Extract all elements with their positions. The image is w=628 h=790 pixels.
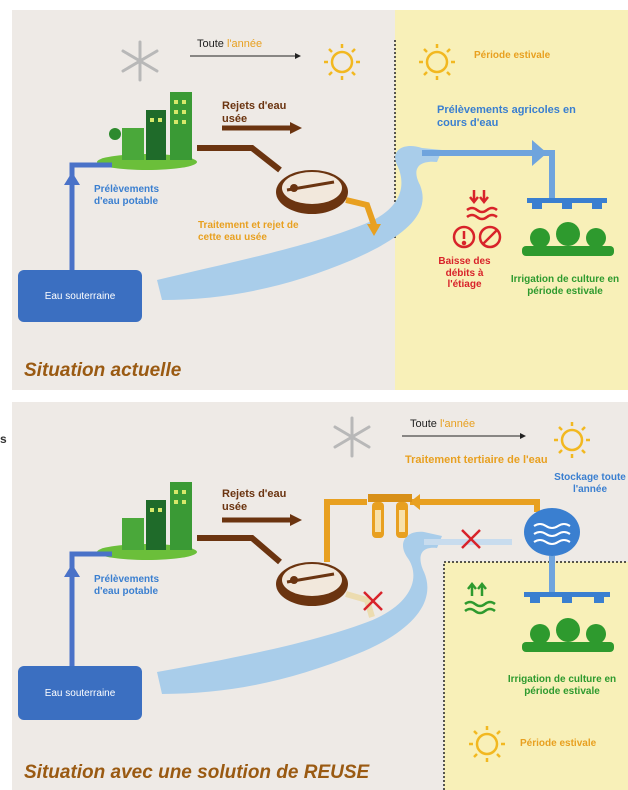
rising-flow-icon xyxy=(464,581,496,615)
snowflake-icon xyxy=(333,416,371,458)
drinking-water-pipe xyxy=(69,162,112,272)
irrigation-label: Irrigation de culture en période estival… xyxy=(507,674,617,697)
river xyxy=(157,145,442,300)
low-flow-label: Baisse des débits à l'étiage xyxy=(438,256,491,290)
situation-reuse-title: Situation avec une solution de REUSE xyxy=(24,762,370,783)
reuse-pipe xyxy=(324,499,367,562)
warning-icon xyxy=(452,225,476,249)
tertiary-treatment-label: Traitement tertiaire de l'eau xyxy=(405,454,548,466)
drinking-withdrawal-label: Prélèvements d'eau potable xyxy=(94,574,160,597)
city-icon xyxy=(97,482,197,560)
panel-current-situation: Toute l'année Période estivale Rejets d'… xyxy=(12,10,628,390)
storage-tank-icon xyxy=(524,508,580,556)
no-fish-icon xyxy=(478,225,502,249)
agri-withdrawal-pipe xyxy=(422,150,555,200)
cross-icon xyxy=(363,591,383,611)
crops-icon xyxy=(522,618,614,652)
panel-reuse-situation: Toute l'année Traitement tertiaire de l'… xyxy=(12,402,628,790)
sprinkler-icon xyxy=(524,592,610,603)
wastewater-pipe xyxy=(197,535,282,565)
sun-icon-summer xyxy=(469,726,505,762)
river xyxy=(157,531,442,694)
groundwater-box: Eau souterraine xyxy=(18,666,142,720)
wastewater-label: Rejets d'eau usée xyxy=(222,100,287,125)
wastewater-pipe xyxy=(197,145,282,173)
cross-icon-river xyxy=(461,529,481,549)
wastewater-label: Rejets d'eau usée xyxy=(222,488,287,513)
sun-icon xyxy=(324,44,360,80)
situation-current-title: Situation actuelle xyxy=(24,360,182,381)
tertiary-filter-icon xyxy=(368,494,412,538)
crops-icon xyxy=(522,222,614,256)
treated-outlet xyxy=(345,197,377,226)
all-year-label: Toute l'année xyxy=(410,418,476,430)
sun-icon xyxy=(554,422,590,458)
groundwater-box: Eau souterraine xyxy=(18,270,142,322)
all-year-label: Toute l'année xyxy=(197,38,263,50)
panel2-illustration xyxy=(64,416,628,790)
sun-icon-summer xyxy=(419,44,455,80)
low-flow-arrows-icon xyxy=(466,190,498,221)
sprinkler-icon xyxy=(527,198,607,209)
treatment-plant-icon xyxy=(276,170,348,214)
panel1-illustration xyxy=(64,10,628,390)
blocked-outlet xyxy=(345,591,375,618)
snowflake-icon xyxy=(121,40,159,82)
summer-period-label: Période estivale xyxy=(474,50,551,61)
treatment-plant-icon xyxy=(276,562,348,606)
summer-period-label: Période estivale xyxy=(520,738,597,749)
drinking-water-pipe xyxy=(69,551,112,672)
irrigation-label: Irrigation de culture en période estival… xyxy=(510,274,620,297)
city-icon xyxy=(97,92,197,170)
drinking-withdrawal-label: Prélèvements d'eau potable xyxy=(94,184,160,207)
edge-letter: s xyxy=(0,432,7,446)
season-divider xyxy=(443,561,628,790)
agri-withdrawal-label: Prélèvements agricoles en cours d'eau xyxy=(437,104,576,129)
storage-label: Stockage toute l'année xyxy=(554,472,626,495)
treatment-label: Traitement et rejet de cette eau usée xyxy=(198,220,299,243)
